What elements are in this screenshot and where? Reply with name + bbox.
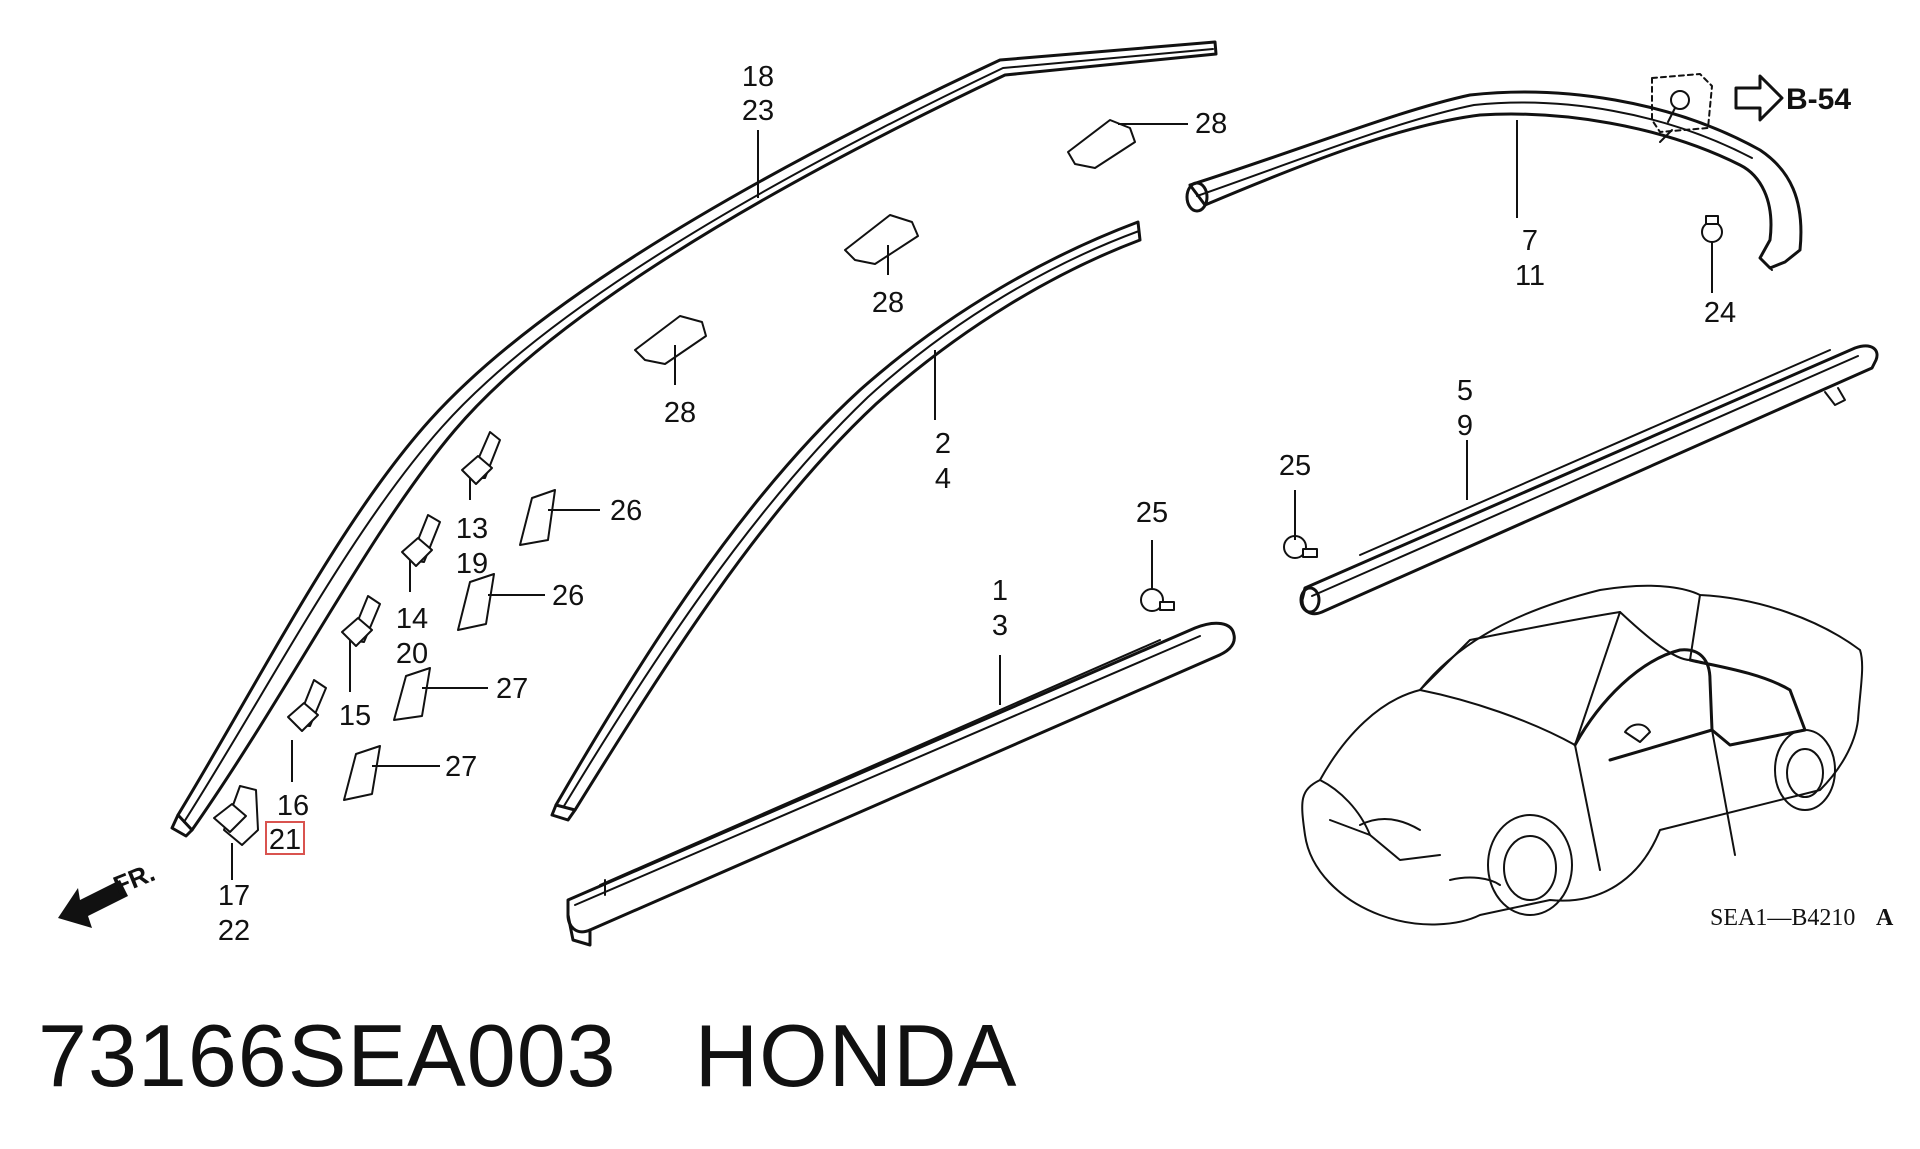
roof-molding	[170, 40, 1218, 838]
callout-9: 9	[1457, 410, 1473, 442]
highlight-box	[265, 821, 305, 855]
callout-5: 5	[1457, 375, 1473, 407]
callout-4: 4	[935, 463, 951, 495]
fastener-27b	[343, 745, 381, 801]
callout-27b: 27	[445, 751, 477, 783]
clip-15	[341, 595, 381, 647]
callout-14: 14	[396, 603, 428, 635]
callout-26b: 26	[552, 580, 584, 612]
clip-16	[287, 679, 327, 732]
door-sash-molding	[550, 220, 1142, 822]
callout-15: 15	[339, 700, 371, 732]
callout-16: 16	[277, 790, 309, 822]
car-illustration	[1301, 584, 1864, 926]
callout-23: 23	[742, 95, 774, 127]
brand-name: HONDA	[694, 1006, 1018, 1105]
fastener-26a	[519, 489, 556, 546]
bolt-25b	[1283, 535, 1318, 559]
front-arrow-icon	[58, 880, 128, 928]
front-arrow: FR.	[58, 857, 159, 928]
callout-20: 20	[396, 638, 428, 670]
roof-clip-28c	[634, 315, 707, 365]
callout-19: 19	[456, 548, 488, 580]
bolt-24	[1701, 215, 1723, 243]
reference-b54: B-54	[1651, 73, 1851, 133]
callout-28b: 28	[872, 287, 904, 319]
callout-25b: 25	[1279, 450, 1311, 482]
roof-clip-28a	[1067, 119, 1136, 169]
callout-27a: 27	[496, 673, 528, 705]
drawing-code: SEA1—B4210	[1710, 905, 1855, 931]
callout-24: 24	[1704, 297, 1736, 329]
callout-25a: 25	[1136, 497, 1168, 529]
callout-28c: 28	[664, 397, 696, 429]
clip-17	[213, 785, 259, 846]
callout-18: 18	[742, 61, 774, 93]
fastener-27a	[393, 667, 431, 721]
callout-28a: 28	[1195, 108, 1227, 140]
drawing-revision: A	[1876, 905, 1894, 931]
screw-icon	[1670, 90, 1690, 110]
callout-21[interactable]: 21	[269, 824, 301, 856]
callout-26a: 26	[610, 495, 642, 527]
callout-2: 2	[935, 428, 951, 460]
reference-label: B-54	[1786, 83, 1851, 116]
front-belt-molding	[566, 621, 1236, 947]
callout-17: 17	[218, 880, 250, 912]
clip-14	[401, 514, 441, 567]
leader-lines	[231, 120, 1713, 880]
clip-13	[461, 431, 501, 485]
rear-molding	[1185, 90, 1803, 271]
callout-13: 13	[456, 513, 488, 545]
arrow-right-icon	[1734, 74, 1784, 122]
footer: 73166SEA003 HONDA	[38, 1005, 1017, 1107]
callout-3: 3	[992, 610, 1008, 642]
rear-belt-molding	[1299, 344, 1879, 616]
callout-11: 11	[1515, 260, 1545, 292]
callout-22: 22	[218, 915, 250, 947]
part-number: 73166SEA003	[38, 1006, 617, 1105]
mirror-icon	[1624, 723, 1651, 743]
callout-7: 7	[1522, 225, 1538, 257]
roof-clip-28b	[844, 214, 919, 265]
callout-1: 1	[992, 575, 1008, 607]
fastener-26b	[457, 573, 495, 631]
bolt-25a	[1140, 588, 1175, 612]
